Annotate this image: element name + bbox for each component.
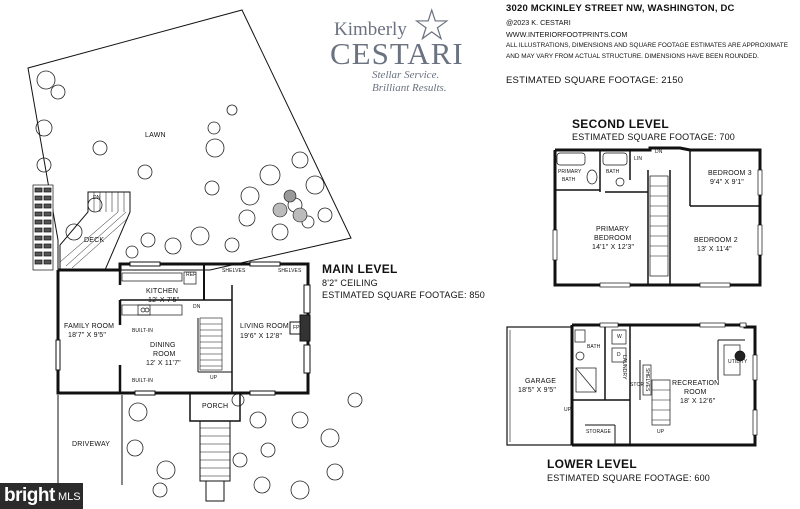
watermark-suffix: MLS — [58, 491, 81, 503]
recreation-room-label-2: ROOM — [684, 389, 707, 396]
living-room-dimensions: 19'6" X 12'8" — [240, 333, 283, 340]
lower-bath-label: BATH — [587, 344, 601, 350]
lower-level-fixtures — [574, 322, 758, 436]
built-in-label-1: BUILT-IN — [132, 328, 153, 334]
lower-up-label-2: UP — [657, 429, 665, 435]
website: WWW.INTERIORFOOTPRINTS.COM — [506, 30, 628, 39]
watermark-brand: bright — [4, 485, 55, 506]
main-level-stairs — [199, 317, 223, 371]
second-down-label: DN — [655, 149, 663, 155]
lower-level-sqft: ESTIMATED SQUARE FOOTAGE: 600 — [547, 473, 710, 483]
disclaimer-line-1: ALL ILLUSTRATIONS, DIMENSIONS AND SQUARE… — [506, 42, 788, 49]
lawn-label: LAWN — [145, 132, 166, 139]
primary-bedroom-label-2: BEDROOM — [594, 235, 632, 242]
landscape-dark-trees — [272, 189, 308, 223]
main-level-sqft: ESTIMATED SQUARE FOOTAGE: 850 — [322, 290, 485, 300]
deck — [59, 191, 131, 271]
logo-tagline-2: Brilliant Results. — [372, 82, 447, 94]
driveway-label: DRIVEWAY — [72, 441, 111, 448]
shelves-label-2: SHELVES — [278, 268, 302, 274]
bright-mls-watermark: bright MLS — [0, 483, 83, 509]
bedroom-3-dimensions: 9'4" X 9'1" — [710, 179, 744, 186]
bedroom-3-label: BEDROOM 3 — [708, 170, 752, 177]
copyright: @2023 K. CESTARI — [506, 18, 571, 27]
main-level-walls — [56, 262, 310, 395]
dryer-label: D — [617, 352, 621, 358]
storage-label: STORAGE — [586, 429, 612, 435]
main-level-windows — [55, 261, 311, 396]
total-square-footage: ESTIMATED SQUARE FOOTAGE: 2150 — [506, 75, 684, 86]
logo-first-name: Kimberly — [334, 19, 407, 40]
laundry-label: LAUNDRY — [621, 355, 627, 380]
lower-up-label-1: UP — [564, 407, 572, 413]
dining-room-dimensions: 12' X 11'7" — [146, 360, 181, 367]
garage-label: GARAGE — [525, 378, 557, 385]
disclaimer-line-2: AND MAY VARY FROM ACTUAL STRUCTURE. DIME… — [506, 53, 759, 60]
porch-label: PORCH — [202, 403, 229, 410]
second-level-sqft: ESTIMATED SQUARE FOOTAGE: 700 — [572, 132, 735, 142]
dining-room-label-2: ROOM — [153, 351, 176, 358]
bedroom-2-dimensions: 13' X 11'4" — [697, 246, 732, 253]
washer-label: W — [617, 334, 622, 340]
primary-bedroom-label: PRIMARY — [596, 226, 630, 233]
second-level-title: SECOND LEVEL — [572, 117, 669, 131]
kitchen-dimensions: 12' X 7'5" — [148, 297, 180, 304]
linen-label: LIN — [634, 156, 643, 162]
fireplace-label: FP — [293, 325, 300, 331]
primary-bath-label: PRIMARY — [558, 169, 582, 175]
primary-bath-label-2: BATH — [562, 177, 576, 183]
refrigerator-label: REF — [186, 272, 197, 278]
family-room-label: FAMILY ROOM — [64, 323, 115, 330]
deck-label: DECK — [84, 237, 105, 244]
stone-wall — [32, 184, 54, 271]
lower-level-title: LOWER LEVEL — [547, 457, 637, 471]
family-room-dimensions: 18'7" X 9'5" — [68, 332, 107, 339]
deck-down-label: DN — [93, 195, 101, 201]
hall-bath-label: BATH — [606, 169, 620, 175]
main-level-title: MAIN LEVEL — [322, 262, 398, 276]
logo-last-name: CESTARI — [330, 36, 464, 71]
porch — [189, 392, 241, 502]
built-in-label-2: BUILT-IN — [132, 378, 153, 384]
bedroom-2-label: BEDROOM 2 — [694, 237, 738, 244]
kitchen-counters — [121, 271, 197, 316]
fireplace — [289, 314, 311, 342]
shelves-lower-label: SHELVES — [644, 368, 650, 392]
property-address: 3020 MCKINLEY STREET NW, WASHINGTON, DC — [506, 3, 735, 14]
main-up-label: UP — [210, 375, 218, 381]
landscape-trees — [35, 70, 363, 500]
living-room-label: LIVING ROOM — [240, 323, 289, 330]
recreation-room-label: RECREATION — [672, 380, 720, 387]
main-down-label: DN — [193, 304, 201, 310]
recreation-room-dimensions: 18' X 12'6" — [680, 398, 716, 405]
kitchen-label: KITCHEN — [146, 288, 179, 295]
utility-label: UTILITY — [728, 359, 748, 365]
primary-bedroom-dimensions: 14'1" X 12'3" — [592, 244, 635, 251]
garage-dimensions: 18'5" X 9'5" — [518, 387, 557, 394]
star-icon: ☆ — [412, 0, 452, 51]
dining-room-label: DINING — [150, 342, 176, 349]
logo-tagline-1: Stellar Service. — [372, 69, 440, 81]
storage-closet-label: STOR — [630, 382, 645, 388]
shelves-label-1: SHELVES — [222, 268, 246, 274]
lot-outline — [27, 9, 352, 485]
second-level-fixtures — [552, 152, 763, 288]
main-level-ceiling: 8'2" CEILING — [322, 278, 378, 288]
